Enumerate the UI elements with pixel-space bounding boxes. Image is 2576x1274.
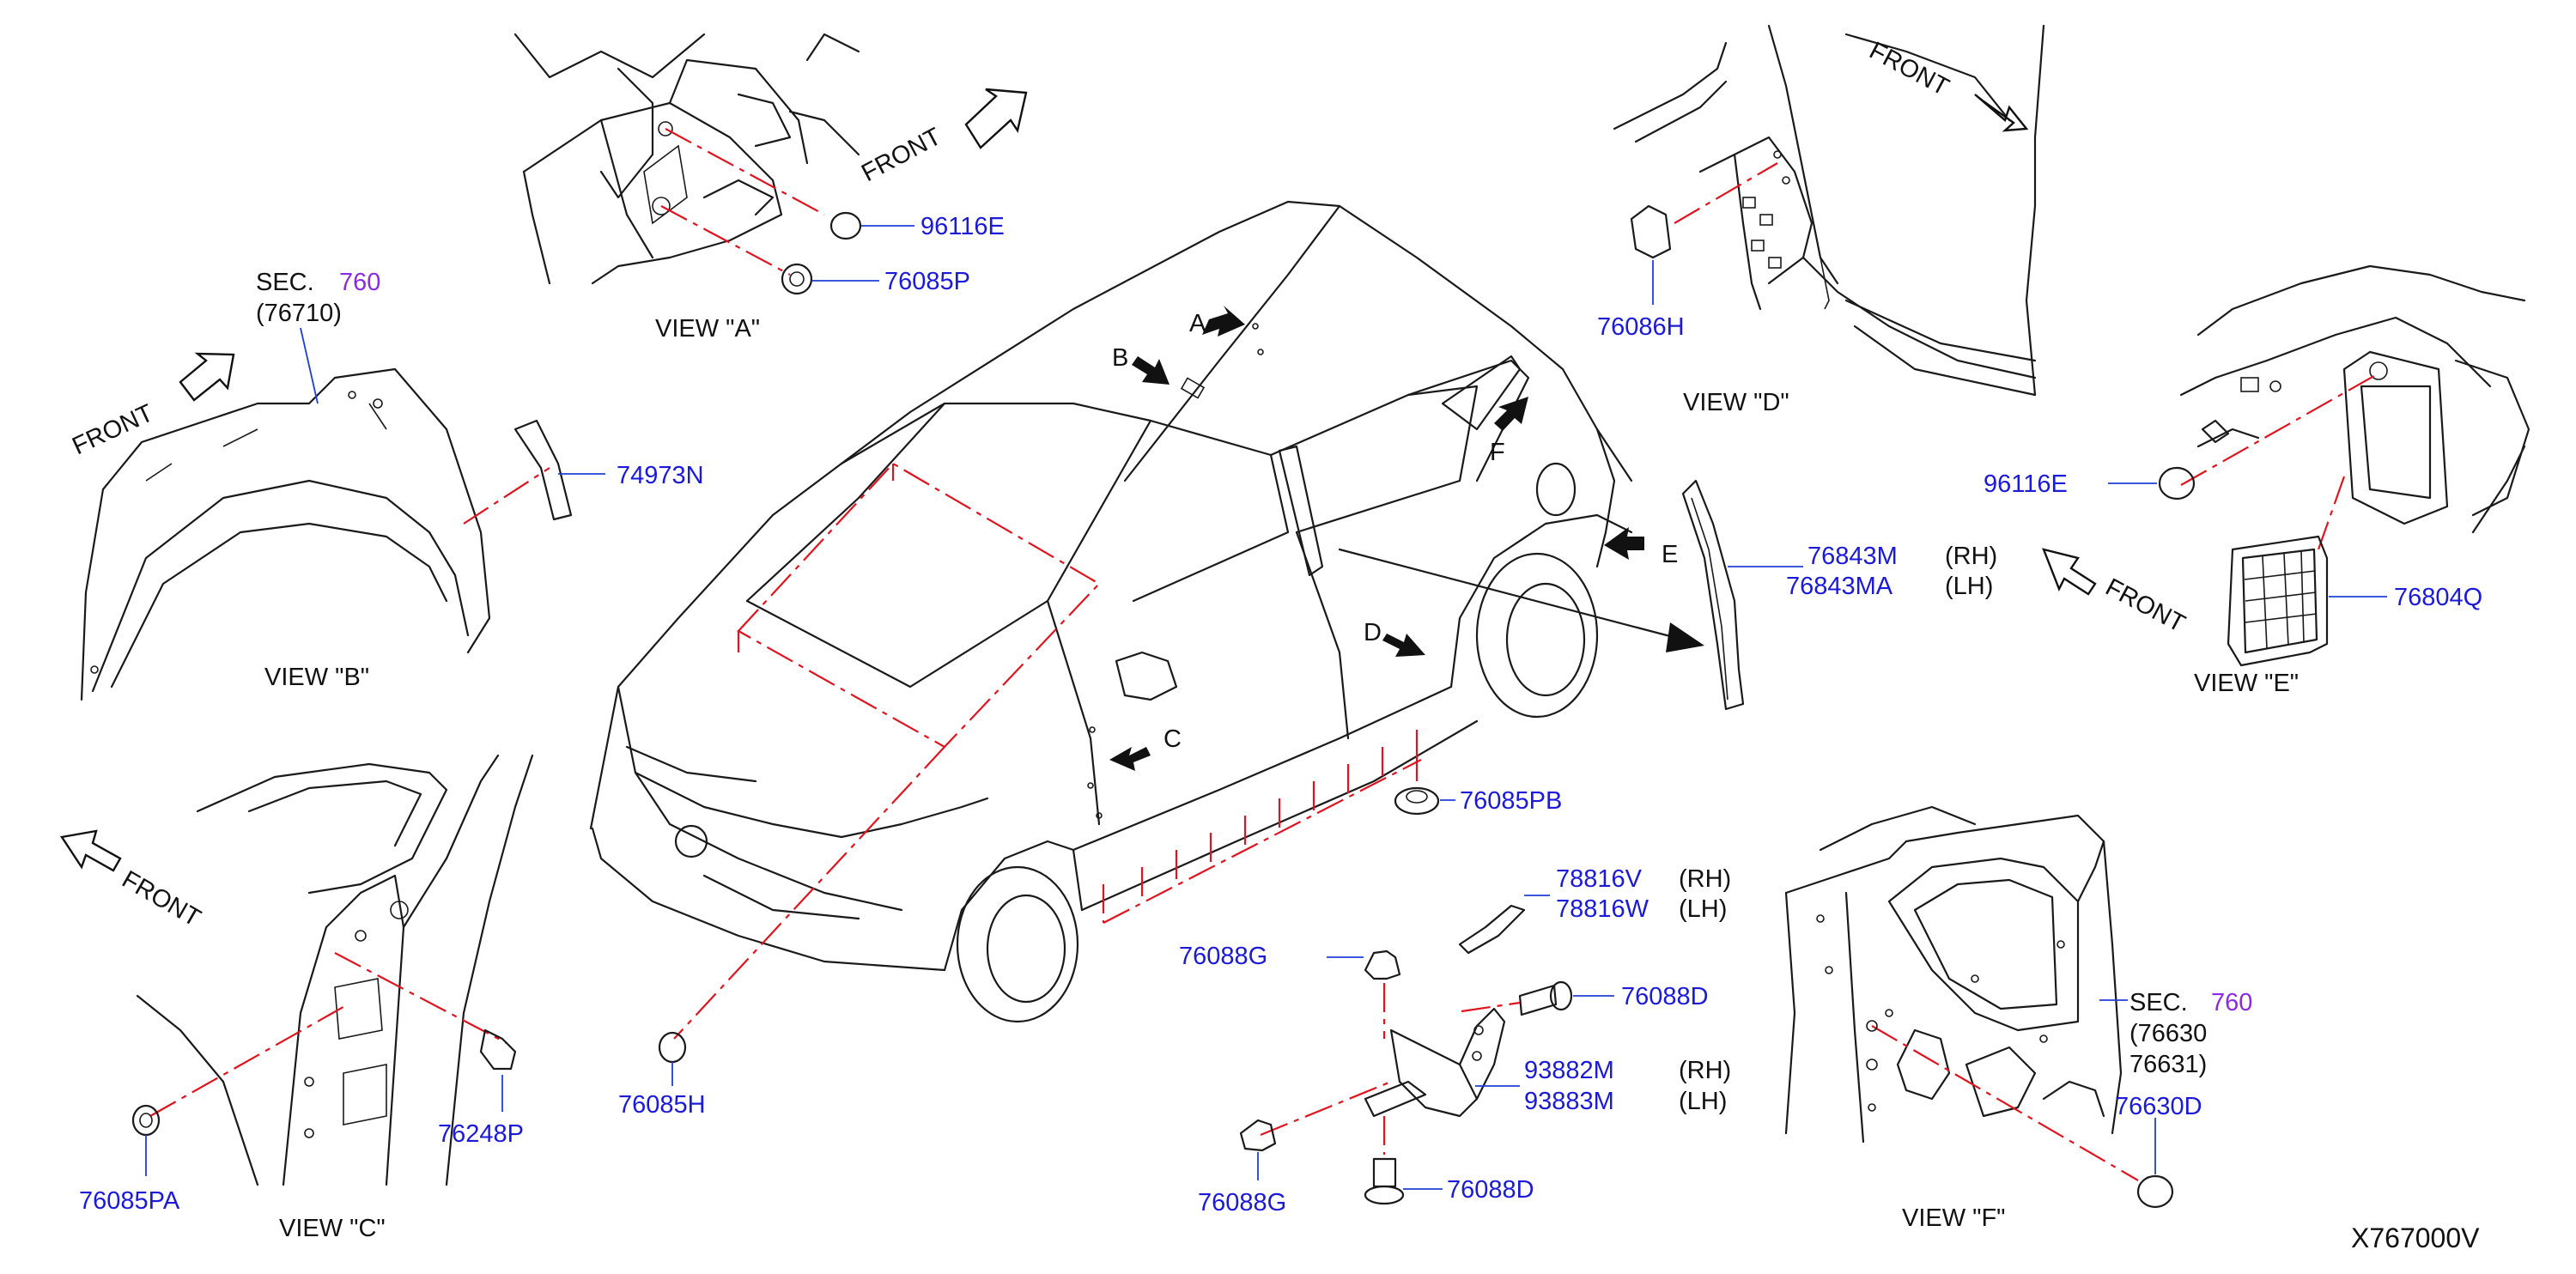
part-76843MA: 76843MA xyxy=(1786,573,1893,600)
part-76085PA: 76085PA xyxy=(79,1187,180,1215)
side-lh-93883M: (LH) xyxy=(1679,1088,1727,1115)
callout-arrow-b xyxy=(1132,356,1170,385)
callout-c: C xyxy=(1163,725,1182,753)
callout-e: E xyxy=(1662,541,1678,568)
callout-f: F xyxy=(1490,439,1505,466)
part-76630D: 76630D xyxy=(2115,1093,2202,1120)
mud-guard-illustration xyxy=(1239,949,1573,1205)
front-label-d: FRONT xyxy=(1865,37,1953,101)
part-76085H: 76085H xyxy=(618,1091,706,1119)
front-arrow-e xyxy=(2042,548,2097,596)
part-76088G-top: 76088G xyxy=(1179,943,1267,970)
front-label-e: FRONT xyxy=(2101,573,2190,638)
callout-b: B xyxy=(1112,344,1128,372)
part-76085PB: 76085PB xyxy=(1460,787,1562,815)
side-rh-76843M: (RH) xyxy=(1945,543,1997,570)
section-ref-f-1: (76630 xyxy=(2129,1020,2207,1047)
view-c-illustration xyxy=(131,754,534,1186)
view-b-label: VIEW "B" xyxy=(264,664,369,691)
part-96116E-view-e: 96116E xyxy=(1984,470,2068,498)
view-e-label: VIEW "E" xyxy=(2194,670,2299,697)
part-74973N: 74973N xyxy=(617,462,704,489)
front-arrow-d xyxy=(1974,94,2029,132)
part-76248P: 76248P xyxy=(438,1120,524,1148)
side-rh-93882M: (RH) xyxy=(1679,1057,1731,1084)
callout-arrow-a xyxy=(1202,306,1245,337)
part-76088D-bottom: 76088D xyxy=(1447,1176,1534,1204)
section-prefix-b: SEC. xyxy=(256,269,314,296)
front-label-c: FRONT xyxy=(118,865,206,932)
vehicle-illustration xyxy=(589,200,1704,1064)
front-label-b: FRONT xyxy=(68,399,157,460)
view-f-label: VIEW "F" xyxy=(1902,1204,2005,1232)
section-ref-b: (76710) xyxy=(256,300,342,327)
view-d-illustration xyxy=(1613,24,2045,397)
view-f-illustration xyxy=(1784,805,2174,1209)
part-76843M: 76843M xyxy=(1807,543,1898,570)
part-76088D-right: 76088D xyxy=(1621,983,1709,1010)
section-prefix-f: SEC. xyxy=(2129,989,2188,1016)
part-76085P: 76085P xyxy=(884,268,970,295)
side-rh-78816V: (RH) xyxy=(1679,865,1731,893)
part-93882M: 93882M xyxy=(1524,1057,1614,1084)
part-78816V: 78816V xyxy=(1556,865,1643,893)
view-a-label: VIEW "A" xyxy=(655,315,760,343)
view-d-label: VIEW "D" xyxy=(1683,389,1789,416)
front-arrow-a xyxy=(964,88,1028,149)
part-76086H: 76086H xyxy=(1597,313,1685,341)
front-label-a: FRONT xyxy=(857,123,945,187)
diagram-id: X767000V xyxy=(2351,1222,2480,1253)
view-a-illustration xyxy=(513,33,862,295)
callout-arrow-c xyxy=(1109,747,1151,771)
view-c-label: VIEW "C" xyxy=(279,1215,386,1242)
view-e-illustration xyxy=(2158,264,2530,667)
part-96116E-view-a: 96116E xyxy=(920,213,1005,240)
callout-arrow-e xyxy=(1604,527,1644,560)
callout-d: D xyxy=(1364,619,1382,646)
front-arrow-b xyxy=(179,352,235,402)
side-lh-76843MA: (LH) xyxy=(1945,573,1993,600)
section-number-b[interactable]: 760 xyxy=(339,269,380,296)
callout-a: A xyxy=(1189,310,1206,337)
side-lh-78816W: (LH) xyxy=(1679,895,1727,923)
callout-arrow-d xyxy=(1382,634,1425,657)
pillar-finisher-illustration xyxy=(1681,479,1745,711)
part-78816W: 78816W xyxy=(1556,895,1649,923)
view-b-illustration xyxy=(80,367,573,701)
part-93883M: 93883M xyxy=(1524,1088,1614,1115)
section-ref-f-2: 76631) xyxy=(2129,1051,2207,1078)
part-76088G-bottom: 76088G xyxy=(1198,1189,1286,1216)
front-arrow-c xyxy=(59,829,122,872)
section-number-f[interactable]: 760 xyxy=(2211,989,2252,1016)
callout-arrow-f xyxy=(1494,397,1528,431)
part-76804Q: 76804Q xyxy=(2394,584,2482,611)
